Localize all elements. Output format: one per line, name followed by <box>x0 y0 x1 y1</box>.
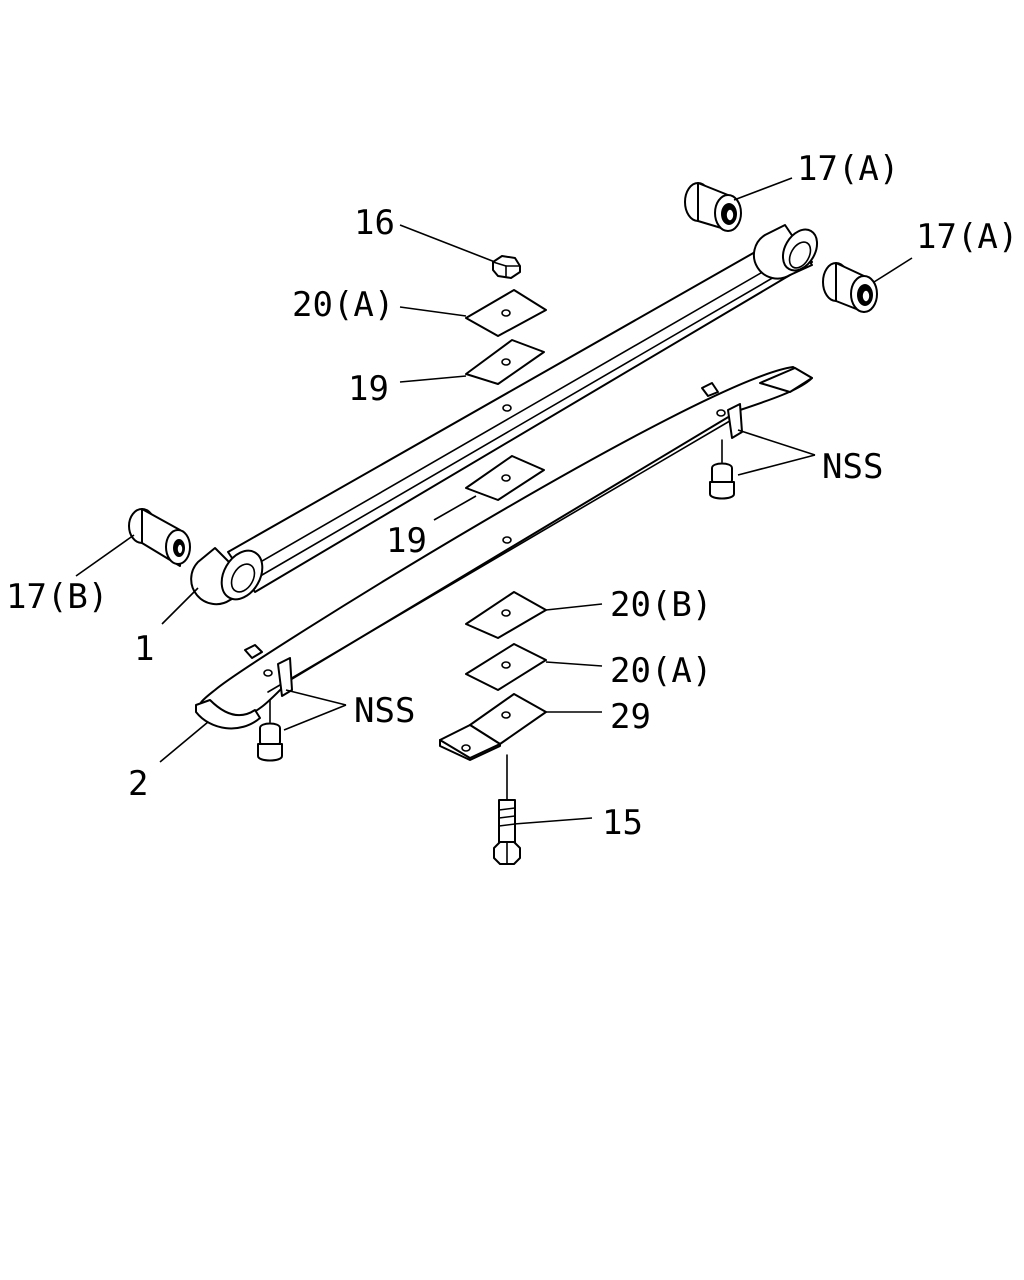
callout-19-mid: 19 <box>386 521 427 561</box>
callout-19-top: 19 <box>348 369 389 409</box>
plate-20a-bottom <box>465 643 547 691</box>
pad-19-mid <box>465 455 545 501</box>
bushing-17b <box>128 508 191 567</box>
bolt-15 <box>493 754 521 865</box>
callout-2: 2 <box>128 764 148 804</box>
callout-17b: 17(B) <box>6 577 108 617</box>
callout-17a-right: 17(A) <box>916 217 1018 257</box>
callout-15: 15 <box>602 803 643 843</box>
plate-20b <box>465 591 547 639</box>
callout-17a-top: 17(A) <box>797 149 899 189</box>
callout-nss-left: NSS <box>354 691 415 731</box>
main-leaf-spring <box>190 224 819 606</box>
nut-16 <box>492 255 521 279</box>
pad-19-top <box>465 339 545 385</box>
plate-20a-top <box>465 289 547 337</box>
nss-pin-left <box>257 699 283 762</box>
bushing-17a-top <box>684 182 742 232</box>
callout-29: 29 <box>610 697 651 737</box>
nss-pin-right <box>709 439 735 500</box>
second-leaf-spring <box>195 366 813 730</box>
leader-lines <box>75 177 913 825</box>
callout-1: 1 <box>134 629 154 669</box>
bushing-17a-right <box>822 262 878 313</box>
callout-20a-bottom: 20(A) <box>610 651 712 691</box>
callout-20b: 20(B) <box>610 585 712 625</box>
callout-20a-top: 20(A) <box>292 285 394 325</box>
bracket-29 <box>439 693 547 761</box>
callout-nss-right: NSS <box>822 447 883 487</box>
callout-16: 16 <box>354 203 395 243</box>
